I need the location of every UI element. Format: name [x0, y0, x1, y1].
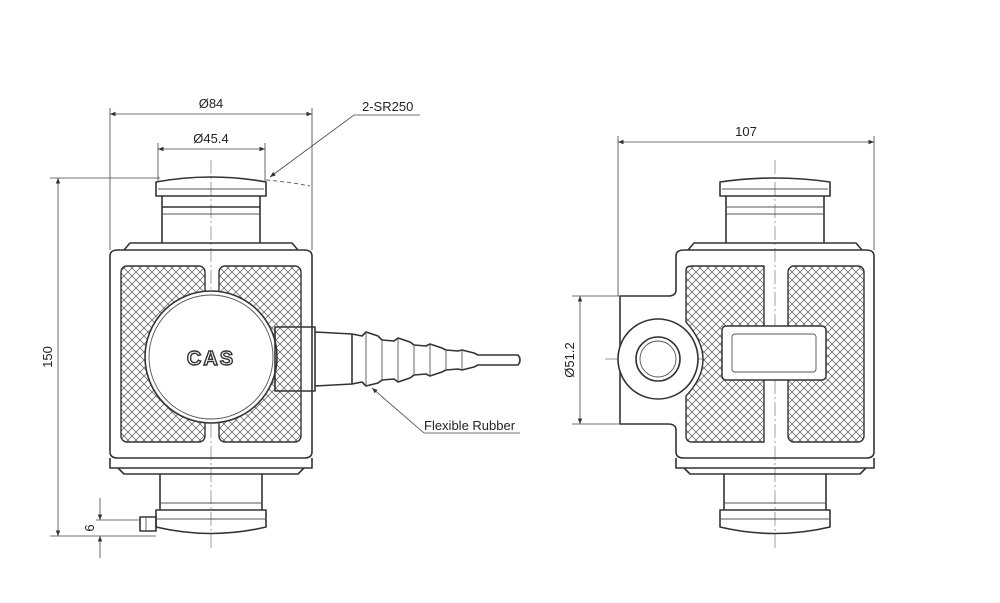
logo-text: CAS — [187, 348, 235, 370]
dim-sphere-radius: 2-SR250 — [362, 99, 413, 114]
dim-outer-diameter: Ø84 — [199, 96, 224, 111]
dim-side-hole-diameter: Ø51.2 — [562, 342, 577, 377]
flexible-rubber-label: Flexible Rubber — [424, 418, 516, 433]
front-view: CAS Flexible Rubber Ø8 — [40, 96, 521, 558]
side-view: 107 Ø51.2 — [562, 124, 875, 550]
dim-inner-diameter: Ø45.4 — [193, 131, 228, 146]
dim-side-width: 107 — [735, 124, 757, 139]
dim-height: 150 — [40, 346, 55, 368]
dim-bottom-offset: 6 — [82, 524, 97, 531]
